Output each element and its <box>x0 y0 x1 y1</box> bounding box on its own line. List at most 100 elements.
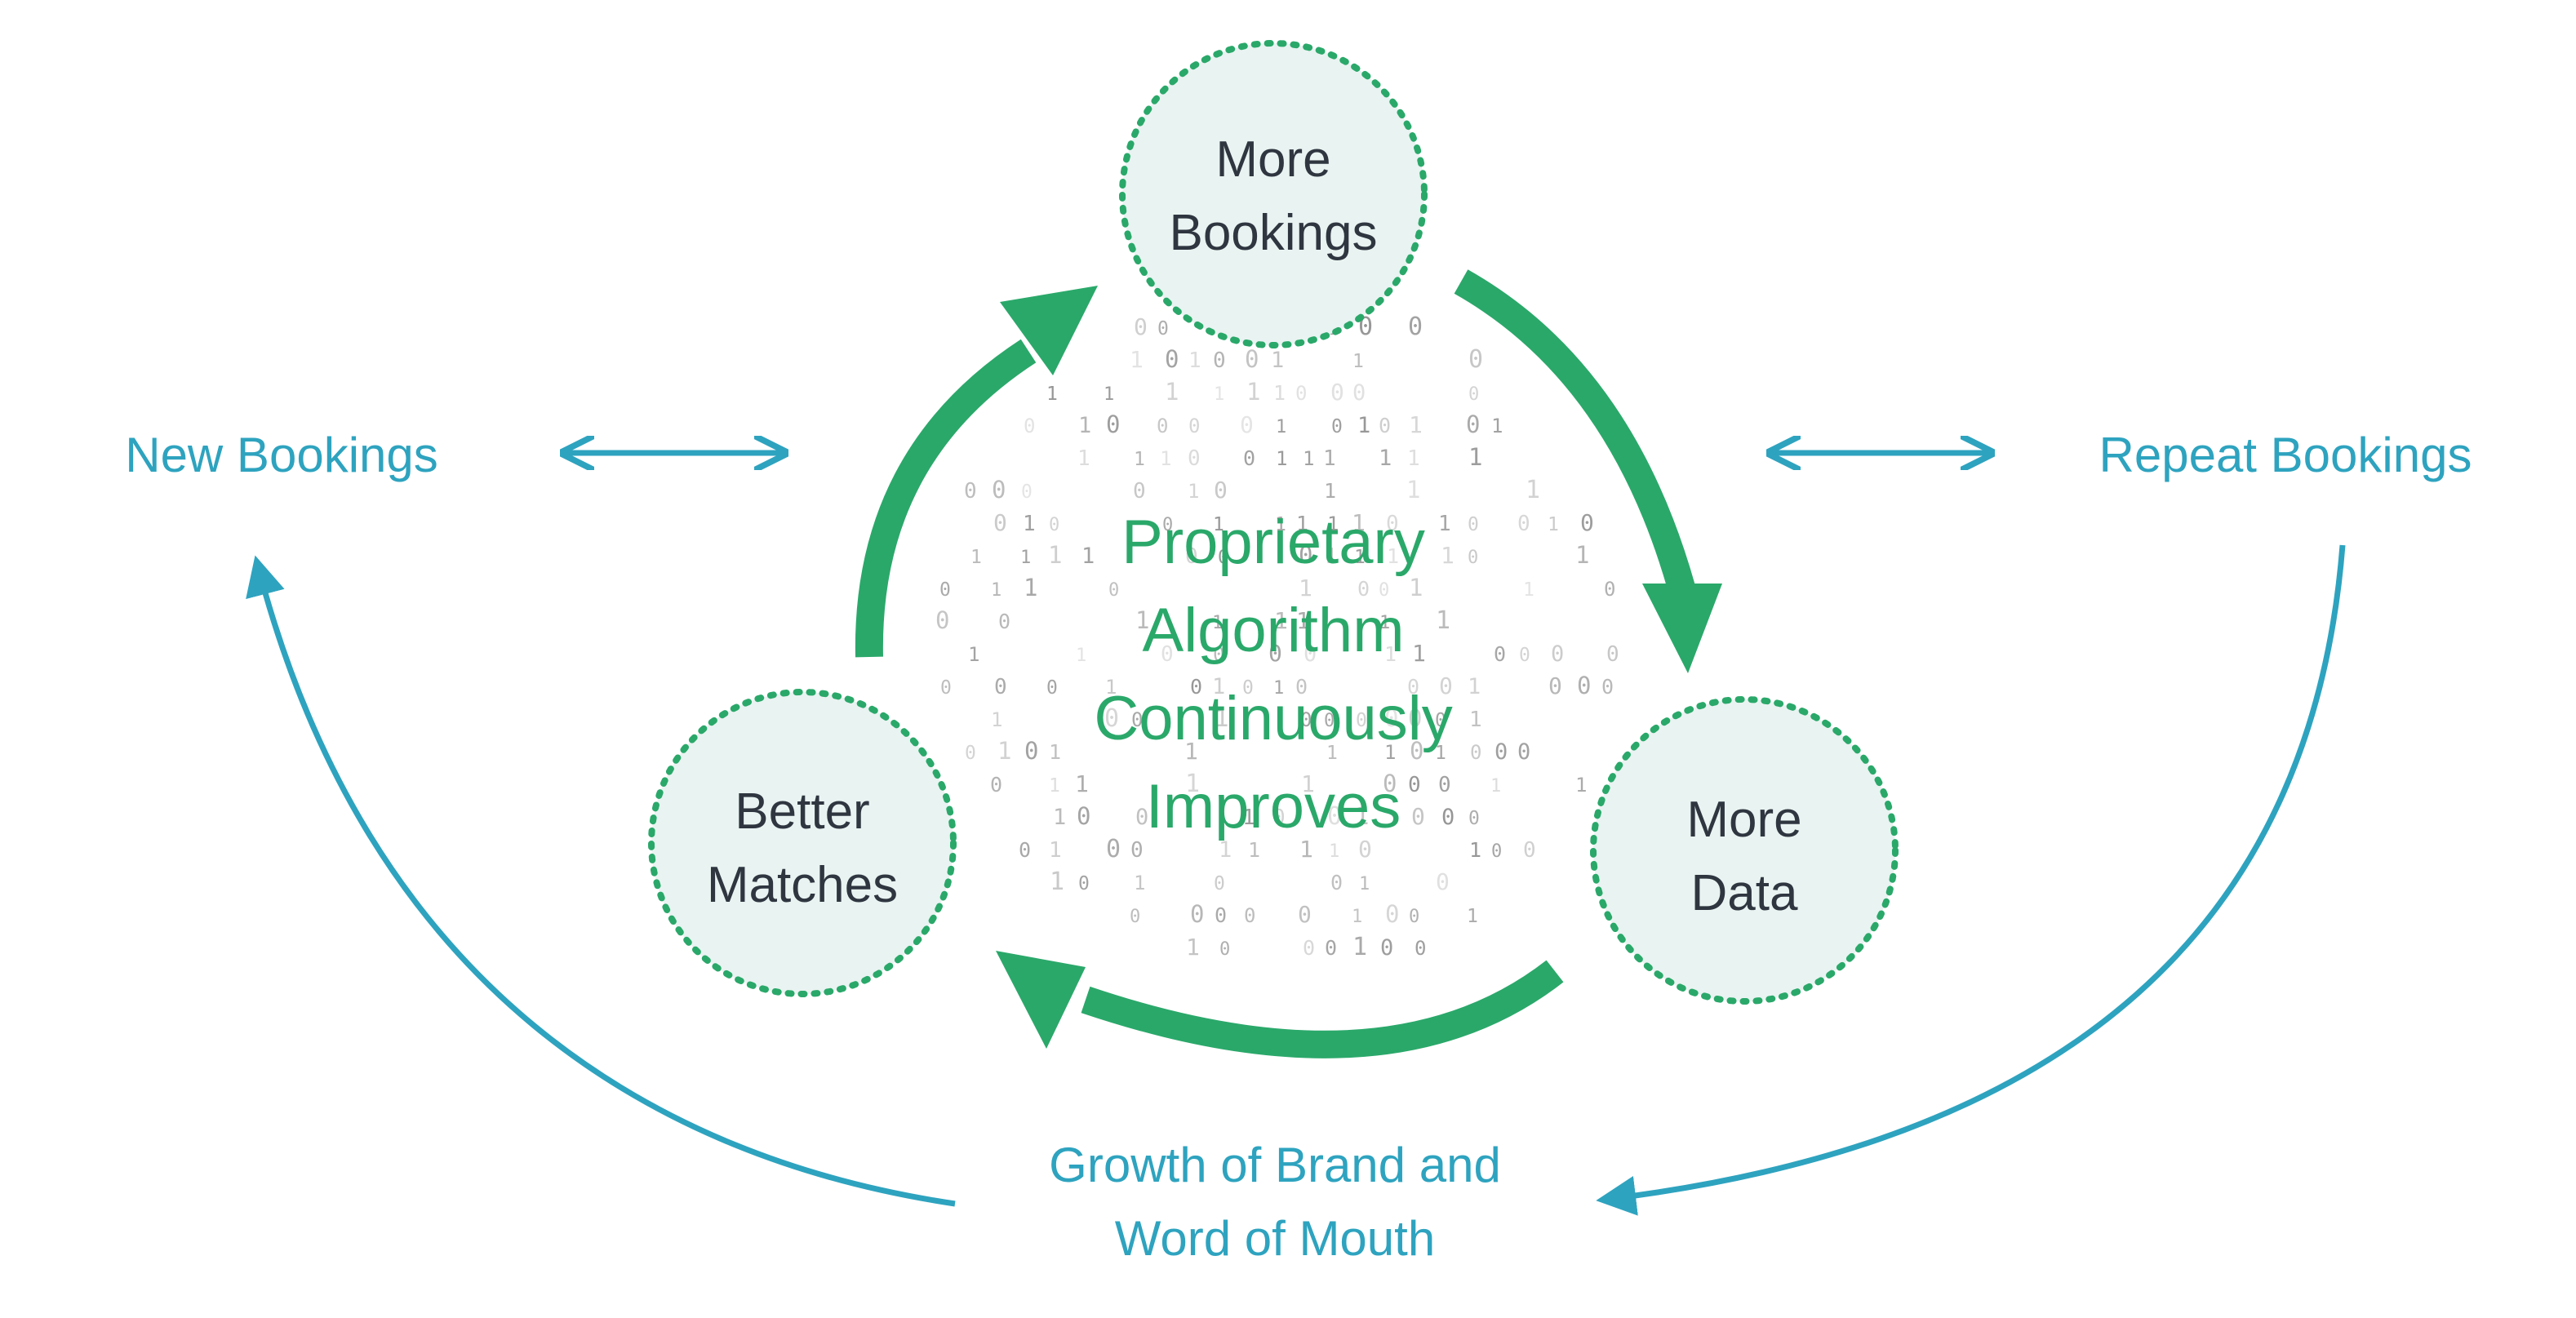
binary-digit: 0 <box>1438 773 1451 797</box>
center-line4: Improves <box>1146 772 1401 841</box>
binary-digit: 0 <box>1108 580 1119 601</box>
binary-digit: 0 <box>1165 345 1179 373</box>
binary-digit: 1 <box>1275 514 1286 535</box>
binary-digit: 1 <box>1134 449 1145 470</box>
binary-digit: 0 <box>1295 675 1308 699</box>
binary-digit: 0 <box>935 606 949 634</box>
binary-digit: 0 <box>1245 345 1259 373</box>
binary-digit: 0 <box>1240 411 1254 438</box>
binary-digit: 0 <box>1131 708 1143 731</box>
binary-digit: 0 <box>1441 805 1455 830</box>
binary-digit: 0 <box>1379 414 1391 437</box>
binary-digit: 1 <box>1326 743 1338 764</box>
binary-digit: 1 <box>1467 906 1478 927</box>
binary-digit: 0 <box>1024 737 1038 765</box>
node-text-right-line1: More <box>1686 792 1801 848</box>
binary-digit: 1 <box>1409 411 1423 438</box>
binary-digit: 0 <box>1548 672 1562 699</box>
binary-digit: 0 <box>1379 580 1389 601</box>
binary-digit: 0 <box>1470 741 1481 764</box>
binary-digit: 0 <box>1218 548 1228 568</box>
binary-digit: 1 <box>1491 415 1503 437</box>
binary-digit: 1 <box>1219 837 1232 863</box>
binary-digit: 1 <box>1299 836 1313 863</box>
binary-digit: 0 <box>993 509 1007 536</box>
binary-digit: 0 <box>1386 512 1399 536</box>
binary-digit: 1 <box>1406 476 1420 504</box>
binary-digit: 0 <box>1299 541 1312 569</box>
node-more-bookings: More Bookings <box>1119 40 1428 348</box>
binary-digit: 1 <box>991 580 1002 601</box>
binary-digit: 1 <box>1468 674 1481 699</box>
binary-digit: 0 <box>1214 873 1225 894</box>
binary-digit: 1 <box>1246 378 1260 406</box>
binary-digit: 0 <box>1408 704 1422 732</box>
binary-digit: 1 <box>1523 579 1534 601</box>
center-label: Proprietary Algorithm Continuously Impro… <box>1094 508 1452 841</box>
binary-digit: 1 <box>1352 351 1364 372</box>
binary-digit: 1 <box>1049 775 1060 797</box>
binary-digit: 1 <box>1242 805 1255 830</box>
binary-digit: 1 <box>968 643 979 666</box>
binary-digit: 0 <box>1019 838 1031 862</box>
binary-digit: 1 <box>1274 607 1288 634</box>
binary-digit: 1 <box>1296 607 1310 634</box>
binary-digit: 0 <box>1491 841 1502 862</box>
binary-digit: 0 <box>1551 641 1564 667</box>
binary-digit: 1 <box>1212 613 1223 633</box>
binary-digit: 0 <box>1300 708 1312 731</box>
binary-digit: 1 <box>1323 446 1336 471</box>
binary-digit: 1 <box>1575 774 1587 797</box>
binary-digit: 0 <box>1435 710 1446 731</box>
binary-digit: 0 <box>1304 641 1317 667</box>
binary-digit: 1 <box>1469 838 1481 862</box>
binary-digit: 1 <box>1213 514 1224 535</box>
binary-digit: 0 <box>1523 838 1536 863</box>
binary-digit: 1 <box>1324 479 1336 503</box>
binary-digit: 1 <box>1049 838 1062 863</box>
binary-digit: 1 <box>1077 446 1090 471</box>
binary-digit: 1 <box>1296 512 1308 535</box>
binary-digit: 0 <box>1161 642 1174 667</box>
binary-digit: 0 <box>1024 415 1035 437</box>
binary-digit: 0 <box>1331 416 1343 437</box>
binary-digit: 1 <box>1276 447 1287 470</box>
binary-digit: 1 <box>1468 443 1482 471</box>
node-better-matches: Better Matches <box>648 689 957 997</box>
binary-digit: 0 <box>964 479 977 504</box>
binary-digit: 0 <box>1106 410 1120 438</box>
binary-digit: 0 <box>1358 836 1372 863</box>
binary-digit: 0 <box>1244 904 1255 927</box>
binary-digit: 1 <box>1436 606 1450 635</box>
binary-digit: 1 <box>1023 512 1036 536</box>
binary-digit: 1 <box>1188 480 1199 503</box>
center-line1: Proprietary <box>1121 508 1425 577</box>
cycle-arrowhead-top <box>1000 286 1098 375</box>
binary-digit: 0 <box>1494 642 1506 666</box>
binary-digit: 0 <box>1517 512 1530 536</box>
label-growth-line1: Growth of Brand and <box>1049 1138 1501 1192</box>
binary-digit: 0 <box>1604 578 1615 601</box>
binary-digit: 1 <box>1379 446 1392 471</box>
binary-digit: 1 <box>1575 541 1589 569</box>
binary-digit: 0 <box>994 675 1007 699</box>
binary-digit: 1 <box>1184 738 1198 765</box>
binary-digit: 0 <box>992 476 1006 504</box>
binary-digit: 1 <box>1135 606 1149 634</box>
binary-digit: 0 <box>1213 348 1226 373</box>
binary-digit: 0 <box>1078 873 1090 894</box>
binary-digit: 1 <box>1048 541 1062 569</box>
binary-digit: 1 <box>1441 542 1455 569</box>
binary-digit: 0 <box>1466 410 1480 438</box>
binary-digit: 0 <box>1327 802 1342 831</box>
binary-digit: 0 <box>1242 677 1254 699</box>
center-line2: Algorithm <box>1143 596 1405 665</box>
binary-digit: 0 <box>1606 642 1619 667</box>
binary-digit: 1 <box>1327 513 1339 535</box>
node-text-right-line2: Data <box>1691 865 1798 921</box>
binary-digit: 0 <box>1415 937 1426 960</box>
binary-digit: 1 <box>991 708 1002 731</box>
binary-digit: 0 <box>1407 675 1419 699</box>
binary-digit: 0 <box>1021 481 1033 503</box>
binary-digit: 0 <box>1130 838 1144 863</box>
